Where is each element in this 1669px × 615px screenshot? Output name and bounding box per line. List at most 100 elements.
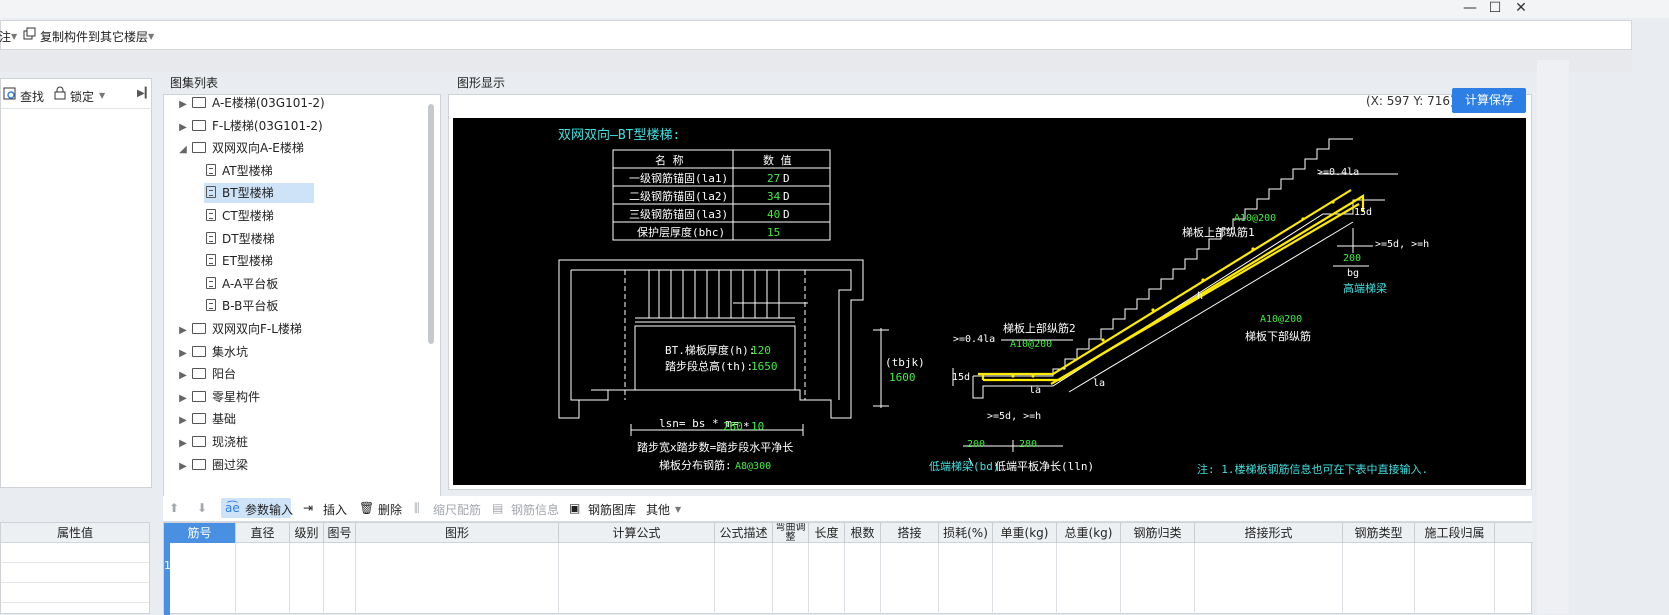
expand-arrow-icon[interactable]: ◢	[179, 144, 187, 156]
column-header[interactable]: 钢筋归类	[1121, 523, 1195, 543]
table-cell[interactable]	[809, 543, 845, 615]
table-cell[interactable]	[1343, 543, 1415, 615]
tree-node[interactable]: ▶A-E楼梯(03G101-2)	[176, 93, 325, 113]
tree-node[interactable]: ▶阳台	[176, 364, 236, 384]
table-cell[interactable]	[845, 543, 881, 615]
tbjk-value: 1600	[889, 371, 916, 384]
column-header[interactable]: 总重(kg)	[1057, 523, 1121, 543]
column-header[interactable]: 级别	[290, 523, 324, 543]
column-header[interactable]: 图号	[324, 523, 356, 543]
table-cell[interactable]	[773, 543, 809, 615]
move-up-icon[interactable]: ⬆	[169, 501, 180, 515]
close-button[interactable]: ✕	[1515, 0, 1527, 16]
table-cell[interactable]	[356, 543, 559, 615]
table-cell[interactable]	[715, 543, 773, 615]
table-cell[interactable]	[236, 543, 290, 615]
param-input-button[interactable]	[221, 498, 291, 518]
expand-arrow-icon[interactable]: ▶	[179, 370, 187, 382]
property-row[interactable]	[1, 543, 149, 563]
delete-button[interactable]: 删除	[378, 503, 403, 517]
tree-node[interactable]: ◢双网双向A-E楼梯	[176, 138, 304, 158]
chevron-down-icon[interactable]: ▼	[11, 32, 18, 41]
table-cell[interactable]	[939, 543, 993, 615]
tree-node[interactable]: DT型楼梯	[204, 229, 275, 249]
column-header[interactable]: 弯曲调整	[773, 523, 809, 543]
tree-node[interactable]: BT型楼梯	[204, 183, 314, 204]
table-row-name: 三级钢筋锚固(la3)	[629, 207, 728, 221]
tree-node[interactable]: ▶圈过梁	[176, 455, 248, 475]
find-button[interactable]: 查找	[20, 90, 45, 104]
expand-arrow-icon[interactable]: ▶	[179, 121, 187, 133]
table-cell[interactable]	[1121, 543, 1195, 615]
column-header[interactable]: 根数	[845, 523, 881, 543]
expand-arrow-icon[interactable]: ▶	[179, 392, 187, 404]
copy-to-floor-button[interactable]: 复制构件到其它楼层	[40, 30, 149, 44]
column-header[interactable]: 长度	[809, 523, 845, 543]
drawing-canvas[interactable]: 双网双向—BT型楼梯: 名 称 数 值 一级钢筋锚固(la1) 27 D 二级钢…	[453, 118, 1526, 485]
property-row[interactable]	[1, 583, 149, 603]
move-down-icon[interactable]: ⬇	[197, 501, 208, 515]
scale-rebar-button[interactable]: 缩尺配筋	[433, 503, 482, 517]
column-header[interactable]: 搭接形式	[1195, 523, 1343, 543]
table-cell[interactable]	[164, 543, 236, 615]
insert-button[interactable]: 插入	[323, 503, 348, 517]
folder-icon	[192, 345, 206, 357]
maximize-button[interactable]: ☐	[1488, 0, 1502, 16]
tree-node[interactable]: CT型楼梯	[204, 206, 274, 226]
column-header[interactable]: 钢筋类型	[1343, 523, 1415, 543]
calculate-save-button[interactable]: 计算保存	[1452, 88, 1526, 113]
column-header[interactable]: 计算公式	[559, 523, 715, 543]
tree-node[interactable]: A-A平台板	[204, 274, 278, 294]
table-cell[interactable]	[993, 543, 1057, 615]
column-header[interactable]: 单重(kg)	[993, 523, 1057, 543]
toolbar-lead-item[interactable]: 注	[0, 30, 12, 44]
lock-button[interactable]: 锁定	[70, 90, 95, 104]
expand-arrow-icon[interactable]: ▶	[179, 460, 187, 472]
lock-icon	[53, 86, 67, 103]
expand-arrow-icon[interactable]: ▶	[179, 415, 187, 427]
tree-node[interactable]: ▶集水坑	[176, 342, 248, 362]
document-icon	[206, 231, 216, 244]
column-header[interactable]: 搭接	[881, 523, 939, 543]
expand-arrow-icon[interactable]: ▶	[179, 438, 187, 449]
chevron-down-icon[interactable]: ▼	[675, 505, 682, 514]
table-cell[interactable]	[559, 543, 715, 615]
tree-node[interactable]: B-B平台板	[204, 296, 278, 316]
tree-node[interactable]: ▶双网双向F-L楼梯	[176, 319, 302, 339]
column-header[interactable]: 施工段归属	[1415, 523, 1495, 543]
rebar-info-button[interactable]: 钢筋信息	[511, 503, 560, 517]
table-cell[interactable]	[1195, 543, 1343, 615]
document-icon	[206, 186, 216, 199]
table-cell[interactable]	[324, 543, 356, 615]
tree-node[interactable]: AT型楼梯	[204, 161, 273, 181]
other-menu-button[interactable]: 其他	[646, 503, 671, 517]
table-cell[interactable]	[290, 543, 324, 615]
column-header[interactable]: 图形	[356, 523, 559, 543]
property-row[interactable]	[1, 563, 149, 583]
expand-arrow-icon[interactable]: ▶	[179, 325, 187, 336]
column-header[interactable]: 筋号	[164, 523, 236, 543]
column-header[interactable]: 损耗(%)	[939, 523, 993, 543]
tree-node[interactable]: ▶现浇桩	[176, 432, 248, 452]
table-cell[interactable]	[1057, 543, 1121, 615]
tree-node[interactable]: ▶基础	[176, 409, 236, 429]
rebar-library-button[interactable]: 钢筋图库	[588, 503, 637, 517]
folder-icon	[192, 119, 206, 131]
row-indicator[interactable]	[164, 543, 170, 615]
column-header[interactable]: 直径(mm)	[236, 523, 290, 543]
chevron-down-icon[interactable]: ▼	[99, 91, 106, 100]
tree-scrollbar[interactable]	[428, 104, 434, 344]
tree-node[interactable]: ET型楼梯	[204, 251, 273, 271]
tree-node-label: A-A平台板	[222, 276, 279, 291]
tree-node[interactable]: ▶零星构件	[176, 387, 260, 407]
tree-node-label: BT型楼梯	[222, 186, 274, 201]
chevron-down-icon[interactable]: ▼	[148, 32, 155, 41]
table-cell[interactable]	[1415, 543, 1495, 615]
expand-arrow-icon[interactable]: ▶	[179, 99, 187, 110]
table-cell[interactable]	[881, 543, 939, 615]
column-header[interactable]: 公式描述	[715, 523, 773, 543]
expand-arrow-icon[interactable]: ▶	[179, 347, 187, 359]
minimize-button[interactable]: —	[1463, 0, 1477, 16]
tree-node[interactable]: ▶F-L楼梯(03G101-2)	[176, 116, 323, 136]
expand-icon[interactable]: ▶▎	[137, 88, 153, 99]
